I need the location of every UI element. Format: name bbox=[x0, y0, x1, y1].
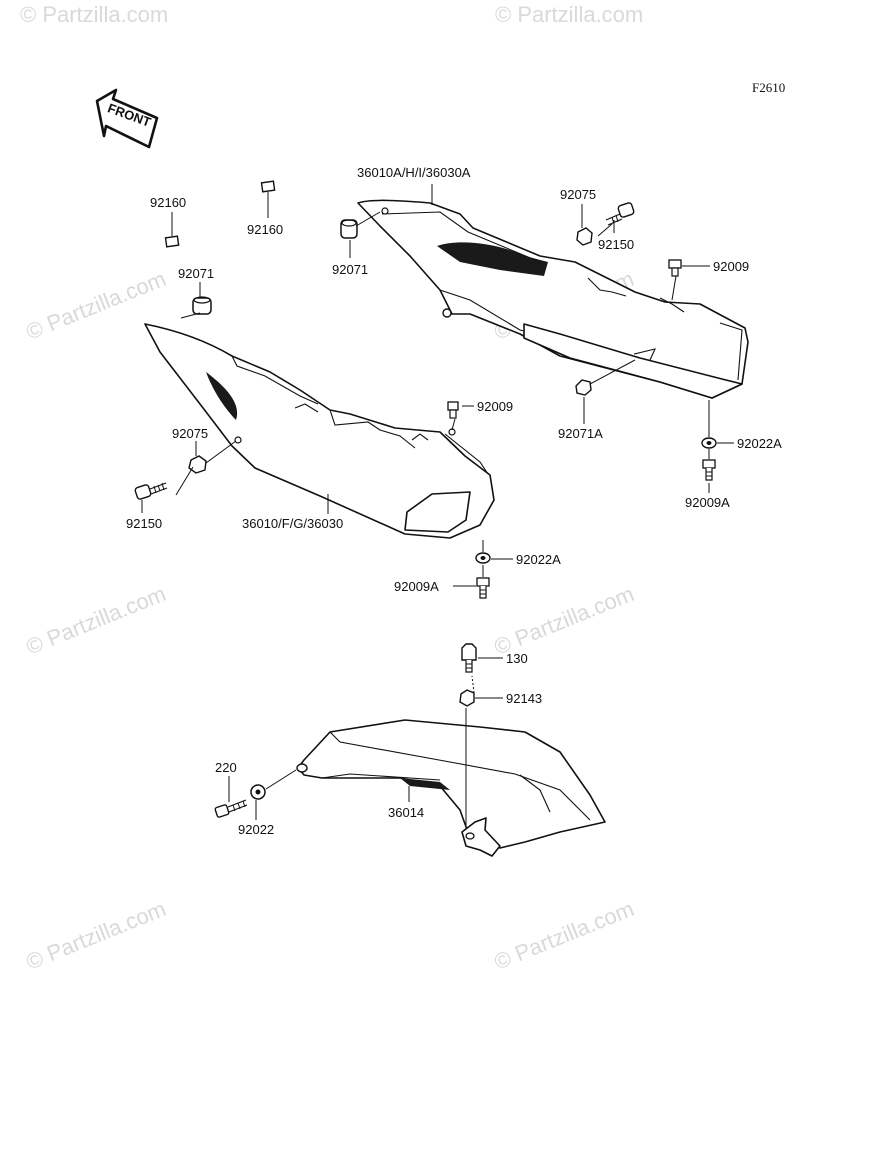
label-92071A: 92071A bbox=[558, 426, 603, 441]
watermark: © Partzilla.com bbox=[495, 2, 643, 27]
label-92022A-left: 92022A bbox=[516, 552, 561, 567]
label-36014: 36014 bbox=[388, 805, 424, 820]
label-130: 130 bbox=[506, 651, 528, 666]
label-92075-right: 92075 bbox=[560, 187, 596, 202]
leader-lines bbox=[141, 184, 734, 828]
part-labels: 92160 92160 92071 92071 92071A 92075 920… bbox=[126, 165, 782, 837]
screw-92150-left bbox=[134, 482, 168, 500]
screw-220 bbox=[214, 799, 248, 818]
collar-92143 bbox=[459, 689, 475, 707]
watermark: © Partzilla.com bbox=[23, 896, 170, 975]
label-92075-left: 92075 bbox=[172, 426, 208, 441]
label-92009-left: 92009 bbox=[477, 399, 513, 414]
label-92160-mid: 92160 bbox=[247, 222, 283, 237]
label-92009A-left: 92009A bbox=[394, 579, 439, 594]
grommet-92071-left bbox=[192, 296, 212, 315]
watermark: © Partzilla.com bbox=[23, 266, 170, 345]
label-92022A-right: 92022A bbox=[737, 436, 782, 451]
label-92150-right: 92150 bbox=[598, 237, 634, 252]
label-cover-left: 36010/F/G/36030 bbox=[242, 516, 343, 531]
label-92022: 92022 bbox=[238, 822, 274, 837]
bolt-92009-right bbox=[668, 259, 682, 277]
grommet-92071A bbox=[575, 379, 592, 396]
label-92071-left: 92071 bbox=[178, 266, 214, 281]
label-220: 220 bbox=[215, 760, 237, 775]
grommet-92071-mid bbox=[340, 219, 358, 239]
bolt-92009-left bbox=[447, 401, 459, 419]
label-92160-left: 92160 bbox=[150, 195, 186, 210]
label-cover-right: 36010A/H/I/36030A bbox=[357, 165, 471, 180]
pad-92160-mid bbox=[260, 180, 276, 193]
label-92009-right: 92009 bbox=[713, 259, 749, 274]
pad-92160-left bbox=[164, 235, 180, 248]
watermark: © Partzilla.com bbox=[491, 581, 638, 660]
left-side-cover bbox=[144, 323, 495, 539]
collar-92075-right bbox=[576, 227, 593, 246]
screw-92150-right bbox=[605, 202, 635, 226]
front-arrow-icon: FRONT bbox=[95, 88, 159, 149]
label-92143: 92143 bbox=[506, 691, 542, 706]
watermark: © Partzilla.com bbox=[491, 896, 638, 975]
bolt-92009A-left bbox=[476, 577, 490, 599]
watermark: © Partzilla.com bbox=[23, 581, 170, 660]
bolt-92009A-right bbox=[702, 459, 716, 481]
label-92071-mid: 92071 bbox=[332, 262, 368, 277]
watermark: © Partzilla.com bbox=[20, 2, 168, 27]
chain-cover bbox=[296, 719, 606, 857]
bolt-130 bbox=[461, 643, 477, 673]
label-92150-left: 92150 bbox=[126, 516, 162, 531]
collar-92075-left bbox=[188, 455, 207, 474]
right-side-cover bbox=[357, 199, 749, 399]
figure-code: F2610 bbox=[752, 80, 785, 95]
label-92009A-right: 92009A bbox=[685, 495, 730, 510]
